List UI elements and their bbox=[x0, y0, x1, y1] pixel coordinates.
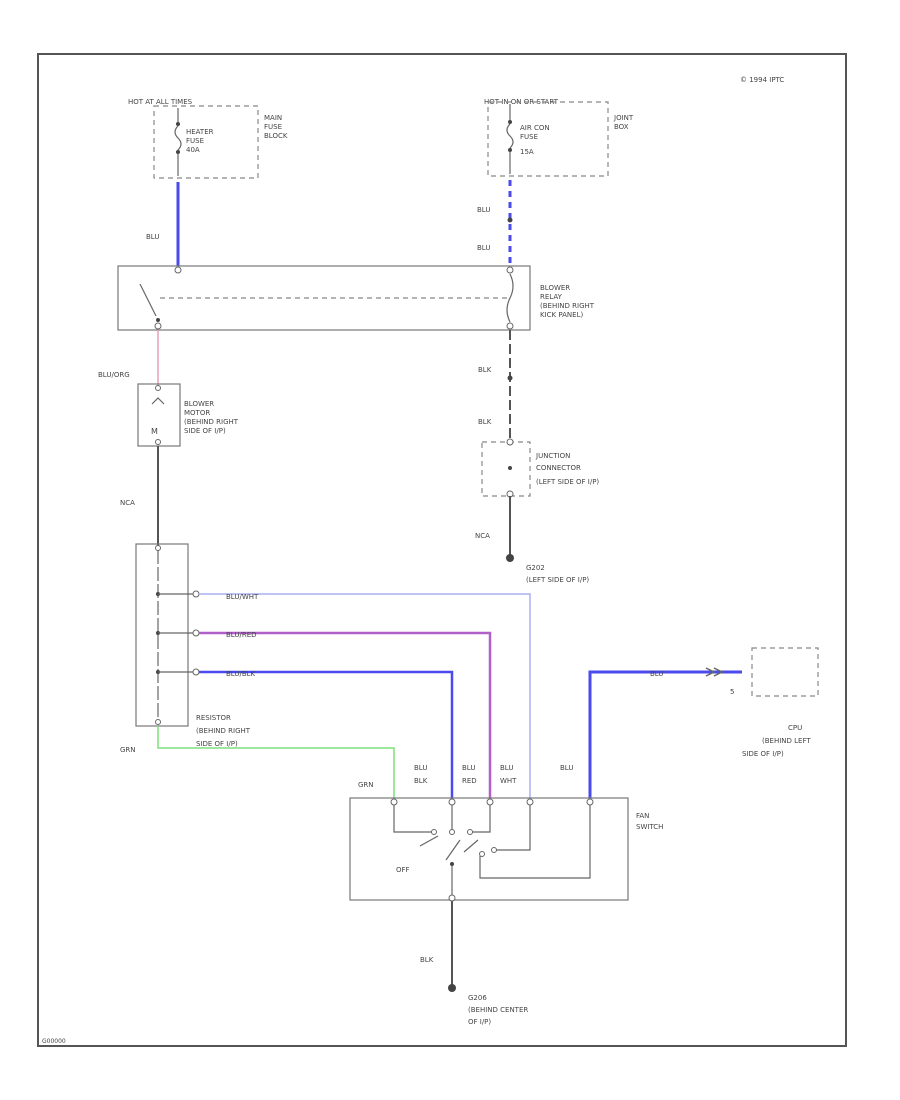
resistor-line-2: (BEHIND RIGHT bbox=[196, 727, 251, 735]
fan-switch-line-2: SWITCH bbox=[636, 823, 663, 831]
main-fuse-block-line-2: FUSE bbox=[264, 123, 282, 131]
wire-label-cpu-blu: BLU bbox=[650, 670, 663, 678]
ground-g206-symbol bbox=[448, 984, 456, 992]
fan-switch-line-1: FAN bbox=[636, 812, 649, 820]
wire-label-blu-wht: BLU/WHT bbox=[226, 593, 259, 601]
joint-box bbox=[487, 101, 609, 177]
wire-grn bbox=[157, 726, 395, 800]
heater-fuse-line-1: HEATER bbox=[186, 128, 214, 136]
motor-line-2: MOTOR bbox=[184, 409, 210, 417]
wire-label-sw-blu-wht-2: WHT bbox=[500, 777, 517, 785]
cpu-line-2: (BEHIND LEFT bbox=[762, 737, 811, 745]
wire-label-blu-red: BLU/RED bbox=[226, 631, 257, 639]
main-fuse-block bbox=[153, 105, 259, 179]
junction-connector bbox=[481, 441, 531, 497]
main-fuse-block-line-1: MAIN bbox=[264, 114, 282, 122]
hot-ignition-label: HOT IN ON OR START bbox=[484, 98, 559, 106]
blower-relay bbox=[117, 265, 531, 331]
wire-label-grn-switch: GRN bbox=[358, 781, 374, 789]
wire-blu-blk bbox=[199, 670, 454, 800]
wire-label-blu-org: BLU/ORG bbox=[98, 371, 130, 379]
junction-line-1: JUNCTION bbox=[535, 452, 570, 460]
heater-fuse-line-2: FUSE bbox=[186, 137, 204, 145]
wire-blu-wht bbox=[199, 593, 531, 800]
hot-at-all-times-label: HOT AT ALL TIMES bbox=[128, 98, 193, 106]
air-con-fuse-line-3: 15A bbox=[520, 148, 534, 156]
motor-symbol: M bbox=[151, 385, 165, 445]
ground-g202-line-1: G202 bbox=[526, 564, 545, 572]
ground-g206-line-3: OF I/P) bbox=[468, 1018, 491, 1026]
svg-text:M: M bbox=[151, 427, 158, 436]
ground-g202-line-2: (LEFT SIDE OF I/P) bbox=[526, 576, 589, 584]
wire-label-sw-blu-blk-1: BLU bbox=[414, 764, 427, 772]
resistor bbox=[135, 543, 189, 727]
wire-label-blk-bottom: BLK bbox=[420, 956, 434, 964]
heater-fuse-line-3: 40A bbox=[186, 146, 200, 154]
wire-blu-cpu-to-switch bbox=[588, 670, 742, 800]
motor-line-4: SIDE OF I/P) bbox=[184, 427, 226, 435]
relay-line-1: BLOWER bbox=[540, 284, 570, 292]
ground-g206-line-1: G206 bbox=[468, 994, 487, 1002]
junction-line-3: (LEFT SIDE OF I/P) bbox=[536, 478, 599, 486]
wire-label-nca-left: NCA bbox=[120, 499, 135, 507]
footer-code: G00000 bbox=[42, 1038, 66, 1045]
air-con-fuse-line-2: FUSE bbox=[520, 133, 538, 141]
blower-motor bbox=[137, 383, 181, 447]
wire-blu-red bbox=[199, 631, 492, 800]
joint-box-line-1: JOINT bbox=[613, 114, 634, 122]
cpu-line-1: CPU bbox=[788, 724, 802, 732]
junction-line-2: CONNECTOR bbox=[536, 464, 581, 472]
wire-label-blk-2: BLK bbox=[478, 418, 492, 426]
motor-line-3: (BEHIND RIGHT bbox=[184, 418, 239, 426]
wire-label-blu-top-right-1: BLU bbox=[477, 206, 490, 214]
wire-label-sw-blu: BLU bbox=[560, 764, 573, 772]
cpu-module bbox=[751, 647, 819, 697]
cpu-connector-arrow bbox=[705, 667, 724, 677]
fan-switch-off-label: OFF bbox=[396, 866, 410, 874]
air-con-fuse-line-1: AIR CON bbox=[520, 124, 550, 132]
copyright-label: © 1994 IPTC bbox=[740, 76, 784, 84]
wire-label-sw-blu-red-1: BLU bbox=[462, 764, 475, 772]
fan-switch-contacts bbox=[390, 798, 594, 902]
relay-line-4: KICK PANEL) bbox=[540, 311, 583, 319]
resistor-symbol bbox=[155, 545, 200, 725]
wire-label-sw-blu-wht-1: BLU bbox=[500, 764, 513, 772]
wire-label-blu-blk: BLU/BLK bbox=[226, 670, 256, 678]
joint-box-line-2: BOX bbox=[614, 123, 629, 131]
wire-label-blu-top-left: BLU bbox=[146, 233, 159, 241]
ground-g206-line-2: (BEHIND CENTER bbox=[468, 1006, 528, 1014]
relay-line-3: (BEHIND RIGHT bbox=[540, 302, 595, 310]
wire-label-blu-top-right-2: BLU bbox=[477, 244, 490, 252]
wire-label-blk-1: BLK bbox=[478, 366, 492, 374]
wire-label-grn-left: GRN bbox=[120, 746, 136, 754]
air-con-fuse-symbol bbox=[506, 104, 514, 174]
main-fuse-block-line-3: BLOCK bbox=[264, 132, 288, 140]
resistor-line-3: SIDE OF I/P) bbox=[196, 740, 238, 748]
cpu-line-3: SIDE OF I/P) bbox=[742, 750, 784, 758]
wire-label-sw-blu-blk-2: BLK bbox=[414, 777, 428, 785]
relay-switch-symbol bbox=[139, 266, 514, 330]
fan-switch bbox=[349, 797, 629, 901]
junction-symbol bbox=[506, 438, 514, 498]
wire-label-nca-right: NCA bbox=[475, 532, 490, 540]
cpu-pin-label: 5 bbox=[730, 688, 734, 696]
heater-fuse-symbol bbox=[174, 108, 182, 176]
ground-g202-symbol bbox=[506, 554, 514, 562]
relay-line-2: RELAY bbox=[540, 293, 563, 301]
diagram-frame bbox=[37, 53, 847, 1047]
resistor-line-1: RESISTOR bbox=[196, 714, 231, 722]
wire-label-sw-blu-red-2: RED bbox=[462, 777, 477, 785]
motor-line-1: BLOWER bbox=[184, 400, 214, 408]
